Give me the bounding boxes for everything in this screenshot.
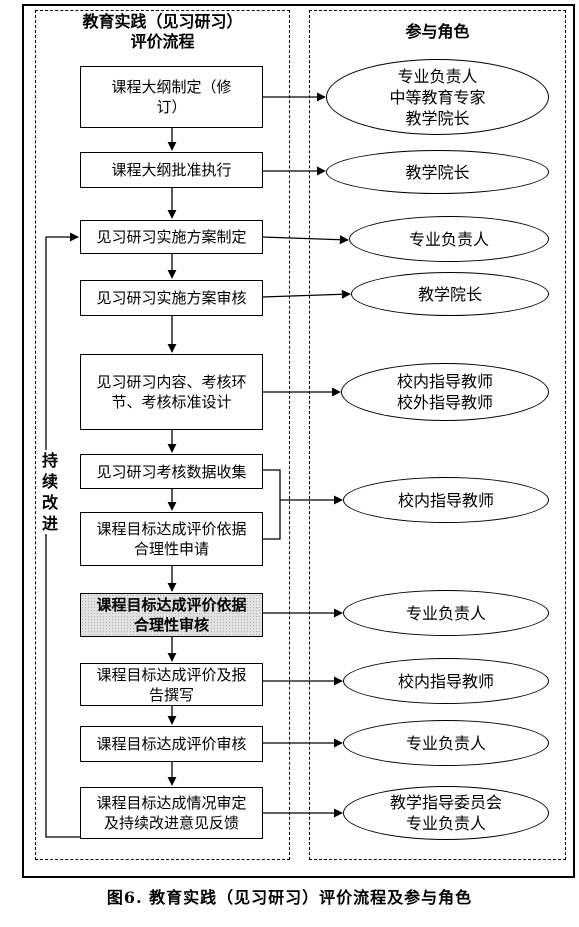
roles-panel-title: 参与角色	[405, 22, 470, 41]
step-evaluation-review: 课程目标达成评价审核	[80, 726, 263, 762]
process-title-line2: 评价流程	[130, 32, 195, 51]
role-ellipse: 专业负责人	[343, 720, 549, 766]
roles-panel	[309, 10, 566, 860]
diagram-frame	[22, 4, 575, 878]
role-arrow	[261, 289, 351, 299]
figure-caption: 图6. 教育实践（见习研习）评价流程及参与角色	[106, 888, 473, 907]
step-evaluation-report: 课程目标达成评价及报告撰写	[80, 663, 263, 706]
role-ellipse: 校内指导教师	[343, 658, 549, 704]
role-ellipse: 校内指导教师校外指导教师	[341, 363, 549, 421]
process-panel	[35, 10, 290, 860]
step-plan-formulation: 见习研习实施方案制定	[80, 220, 263, 254]
step-basis-review: 课程目标达成评价依据合理性审核	[80, 593, 263, 637]
role-ellipse: 校内指导教师	[343, 477, 549, 523]
merge-bracket	[262, 469, 281, 540]
step-final-approval-feedback: 课程目标达成情况审定及持续改进意见反馈	[80, 787, 263, 839]
step-basis-application: 课程目标达成评价依据合理性申请	[80, 512, 263, 566]
process-title-line1: 教育实践（见习研习）	[82, 12, 243, 31]
role-ellipse: 专业负责人	[349, 216, 549, 262]
feedback-loop	[45, 232, 80, 838]
role-arrow	[261, 235, 349, 245]
step-syllabus-draft: 课程大纲制定（修订）	[80, 66, 263, 128]
continuous-improvement-label: 持 续 改 进	[39, 450, 61, 534]
process-panel-title: 教育实践（见习研习） 评价流程	[35, 12, 290, 52]
role-ellipse: 专业负责人中等教育专家教学院长	[326, 59, 549, 135]
role-ellipse: 教学院长	[351, 272, 549, 316]
step-plan-review: 见习研习实施方案审核	[80, 280, 263, 316]
step-data-collection: 见习研习考核数据收集	[80, 454, 263, 489]
step-content-design: 见习研习内容、考核环节、考核标准设计	[80, 354, 263, 430]
step-syllabus-approval: 课程大纲批准执行	[80, 152, 263, 188]
role-ellipse: 教学院长	[326, 150, 549, 194]
role-ellipse: 专业负责人	[343, 590, 549, 636]
role-ellipse: 教学指导委员会专业负责人	[343, 786, 549, 840]
